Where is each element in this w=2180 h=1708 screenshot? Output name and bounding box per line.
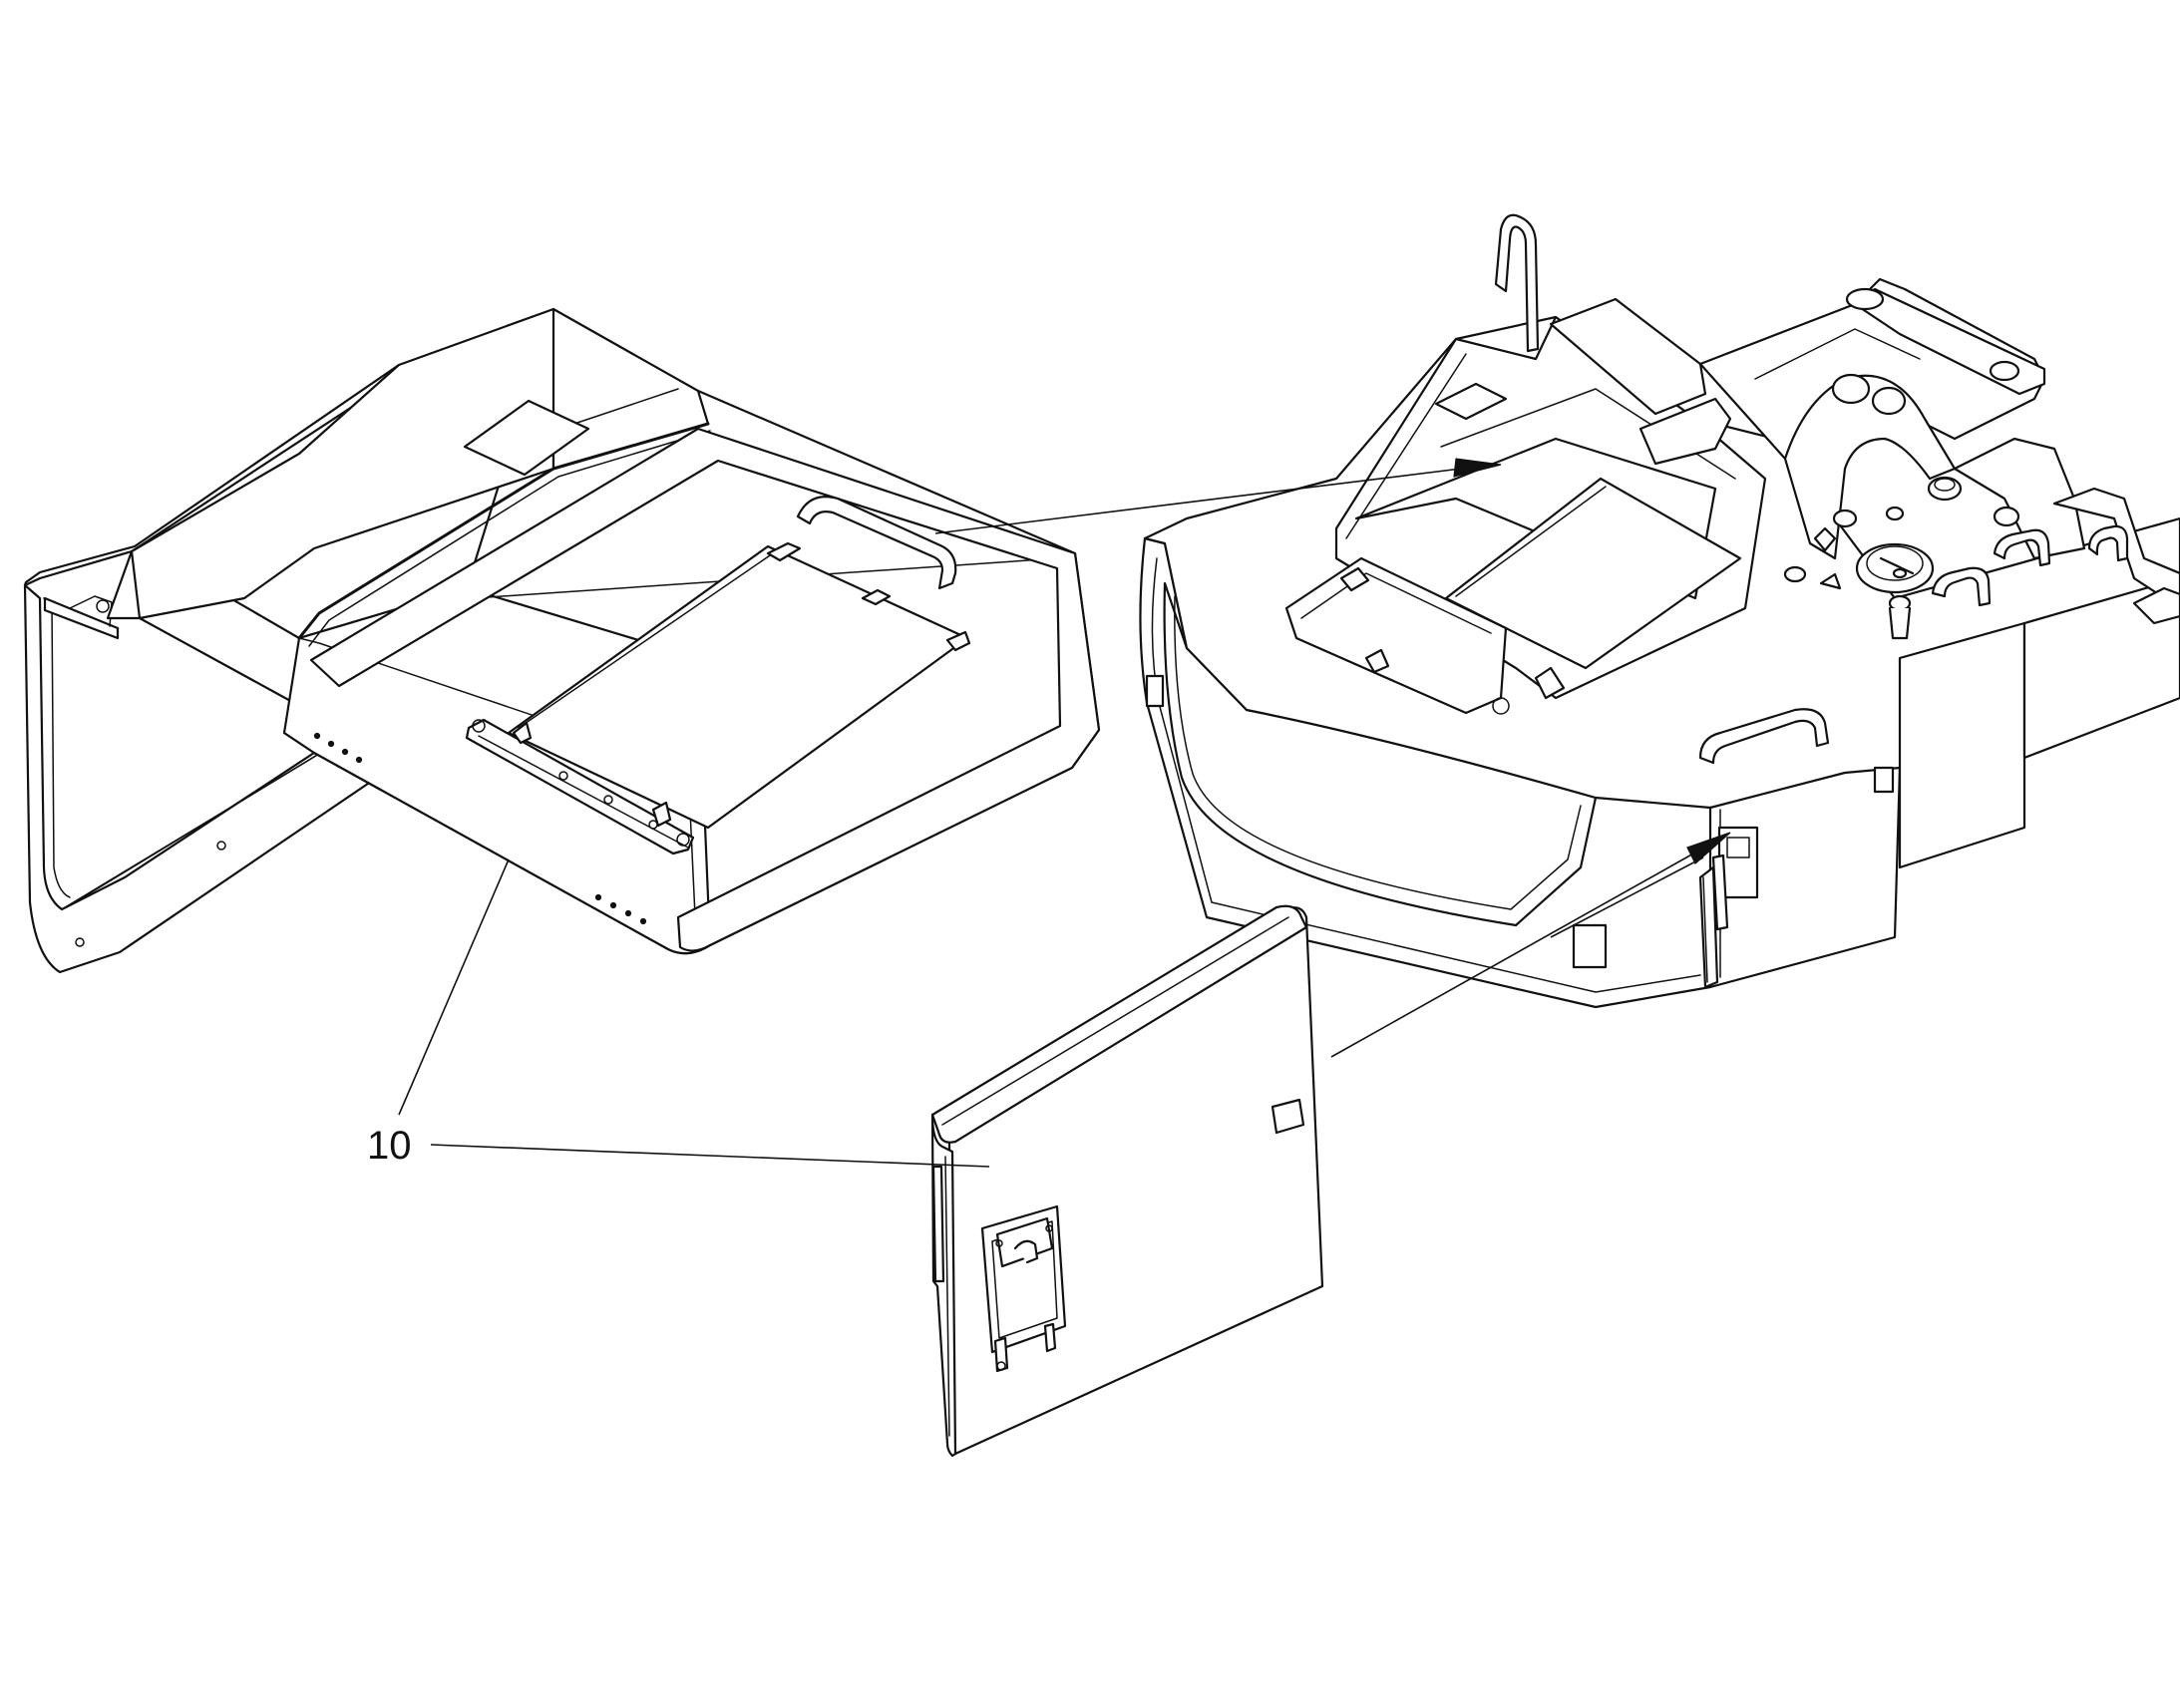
machine-upper-structure xyxy=(1140,215,2180,1007)
engine-hood-panel xyxy=(25,309,1099,972)
hood-assembly-arrow-line xyxy=(934,468,1462,534)
assembly-arrows xyxy=(934,458,1731,1058)
mounted-side-door xyxy=(1700,855,1727,987)
callout-10-leader-hood xyxy=(398,858,510,1116)
callout-10-label: 10 xyxy=(367,1124,412,1168)
callout-10-leader-door xyxy=(430,1144,990,1168)
door-assembly-arrow-line xyxy=(1330,852,1696,1058)
side-door-panel xyxy=(932,906,1322,1456)
callout-10: 10 xyxy=(367,858,990,1168)
hood-assembly-arrowhead xyxy=(1453,458,1502,478)
door-assembly-arrowhead xyxy=(1686,832,1731,864)
door-assembly-arrow-upper-line xyxy=(1550,856,1704,938)
